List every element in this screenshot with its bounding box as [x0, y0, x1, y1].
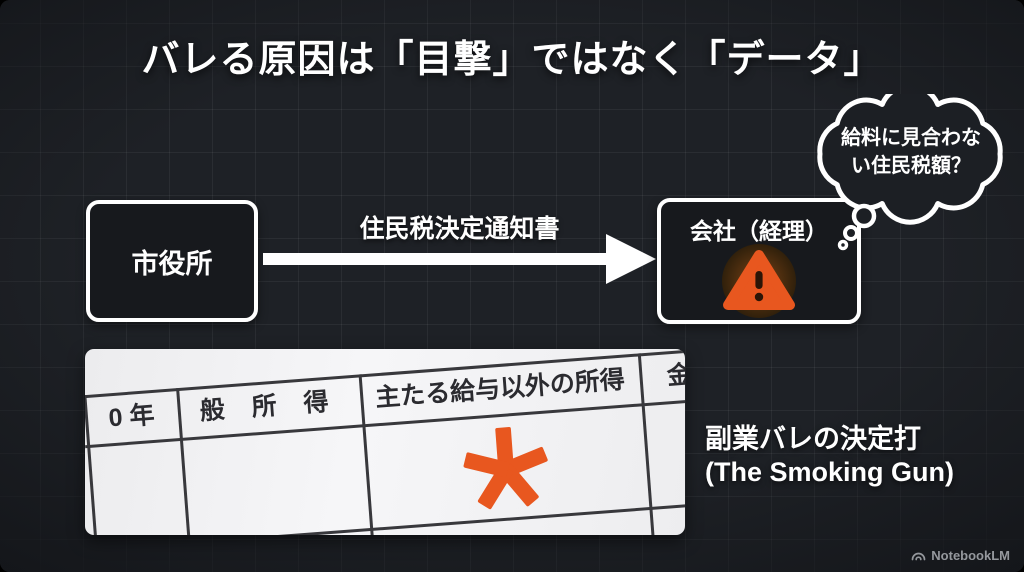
orange-asterisk-icon: [457, 420, 556, 524]
table-header-amount: 金: [666, 360, 685, 391]
flow-arrow-head-icon: [606, 234, 656, 284]
thought-bubble-text: 給料に見合わな い住民税額？: [828, 124, 994, 180]
warning-triangle-icon: [711, 242, 807, 325]
brand-footer: NotebookLM: [911, 548, 1010, 563]
table-header-other-income: 主たる給与以外の所得: [374, 365, 626, 413]
thought-bubble-icon: [817, 94, 1003, 251]
company-box: 会社（経理）: [657, 198, 861, 324]
company-label: 会社（経理）: [690, 218, 828, 244]
city-hall-label: 市役所: [131, 248, 213, 279]
notebooklm-logo-icon: [911, 552, 926, 561]
caption-line1: 副業バレの決定打: [705, 424, 921, 454]
table-line: [92, 501, 685, 535]
table-header-year: 0 年: [107, 400, 156, 433]
city-hall-box: 市役所: [86, 200, 258, 322]
smoking-gun-caption: 副業バレの決定打 (The Smoking Gun): [705, 423, 954, 489]
thought-bubble-line2: い住民税額？: [851, 155, 971, 177]
tax-form-photo: 0 年 般 所 得 主たる給与以外の所得 金: [85, 349, 685, 535]
caption-line2: (The Smoking Gun): [705, 456, 954, 487]
arrow-label: 住民税決定通知書: [359, 215, 560, 243]
page-title: バレる原因は「目撃」ではなく「データ」: [141, 39, 883, 81]
tax-form-table: 0 年 般 所 得 主たる給与以外の所得 金: [85, 349, 685, 535]
thought-bubble-line1: 給料に見合わな: [841, 127, 981, 149]
flow-arrow-shaft: [263, 253, 610, 265]
brand-name: NotebookLM: [931, 548, 1010, 563]
